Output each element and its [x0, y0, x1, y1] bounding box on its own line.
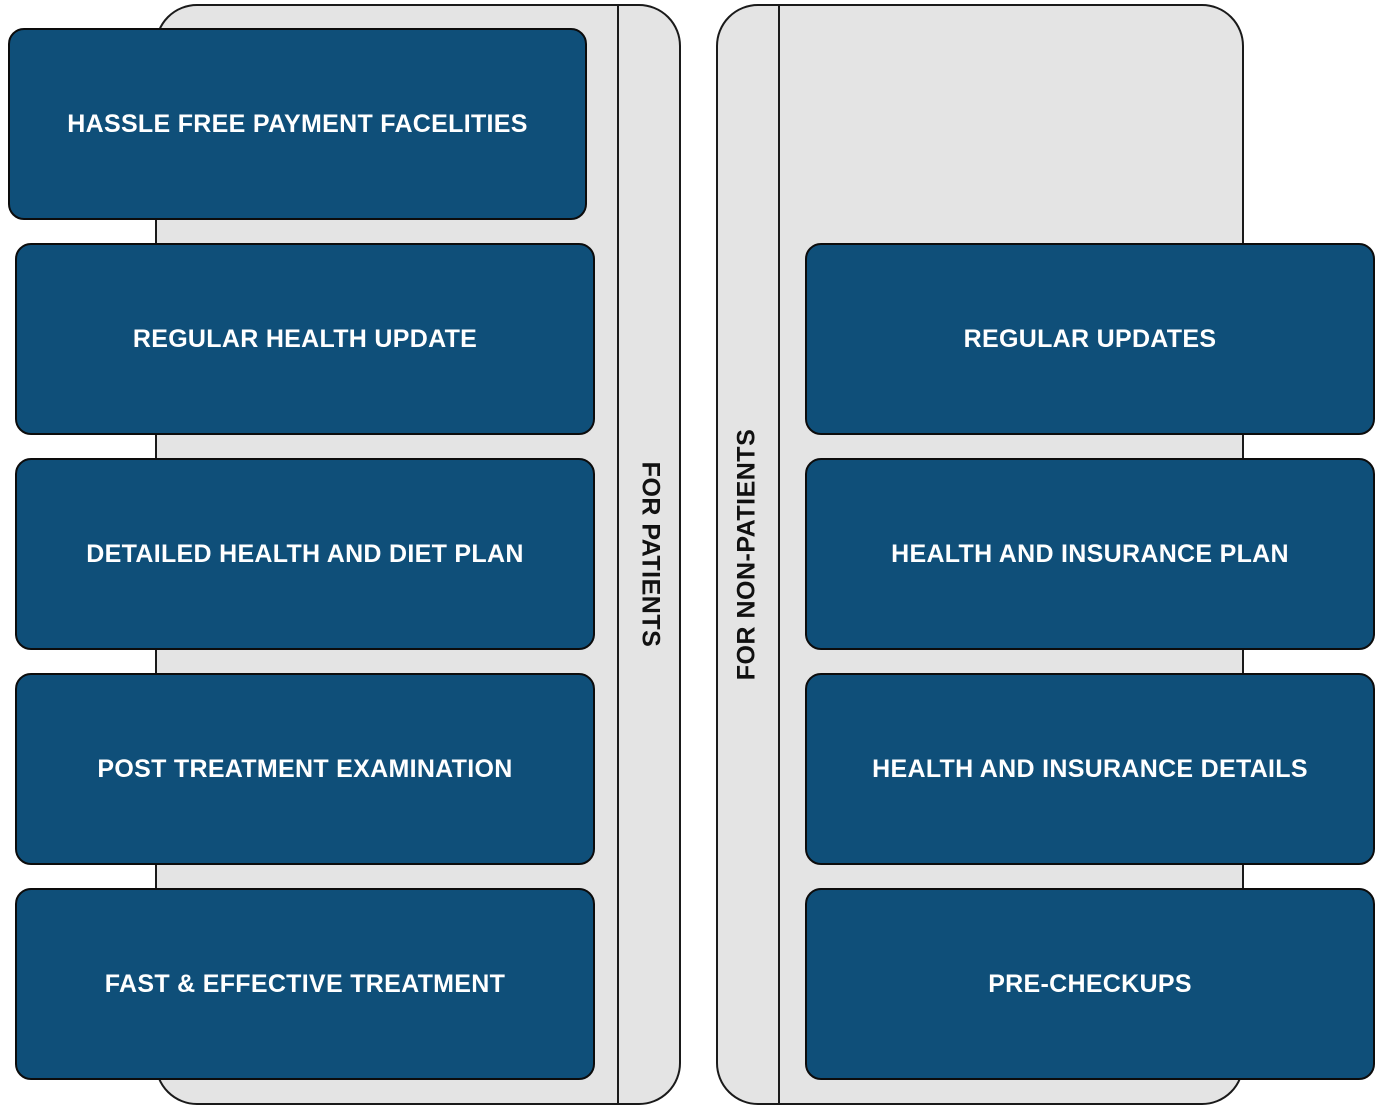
- non-patients-group-label: FOR NON-PATIENTS: [732, 428, 761, 681]
- non-patients-item-insurance-plan: HEALTH AND INSURANCE PLAN: [805, 458, 1375, 650]
- non-patients-item-regular-updates: REGULAR UPDATES: [805, 243, 1375, 435]
- non-patients-item-insurance-details: HEALTH AND INSURANCE DETAILS: [805, 673, 1375, 865]
- patients-item-health-update: REGULAR HEALTH UPDATE: [15, 243, 595, 435]
- patients-item-post-treatment: POST TREATMENT EXAMINATION: [15, 673, 595, 865]
- patients-panel-divider: [617, 5, 619, 1104]
- patients-item-fast-treatment: FAST & EFFECTIVE TREATMENT: [15, 888, 595, 1080]
- non-patients-item-pre-checkups: PRE-CHECKUPS: [805, 888, 1375, 1080]
- patients-item-diet-plan: DETAILED HEALTH AND DIET PLAN: [15, 458, 595, 650]
- patients-group-label: FOR PATIENTS: [636, 461, 665, 648]
- patients-item-payment: HASSLE FREE PAYMENT FACELITIES: [8, 28, 587, 220]
- non-patients-panel-divider: [778, 5, 780, 1104]
